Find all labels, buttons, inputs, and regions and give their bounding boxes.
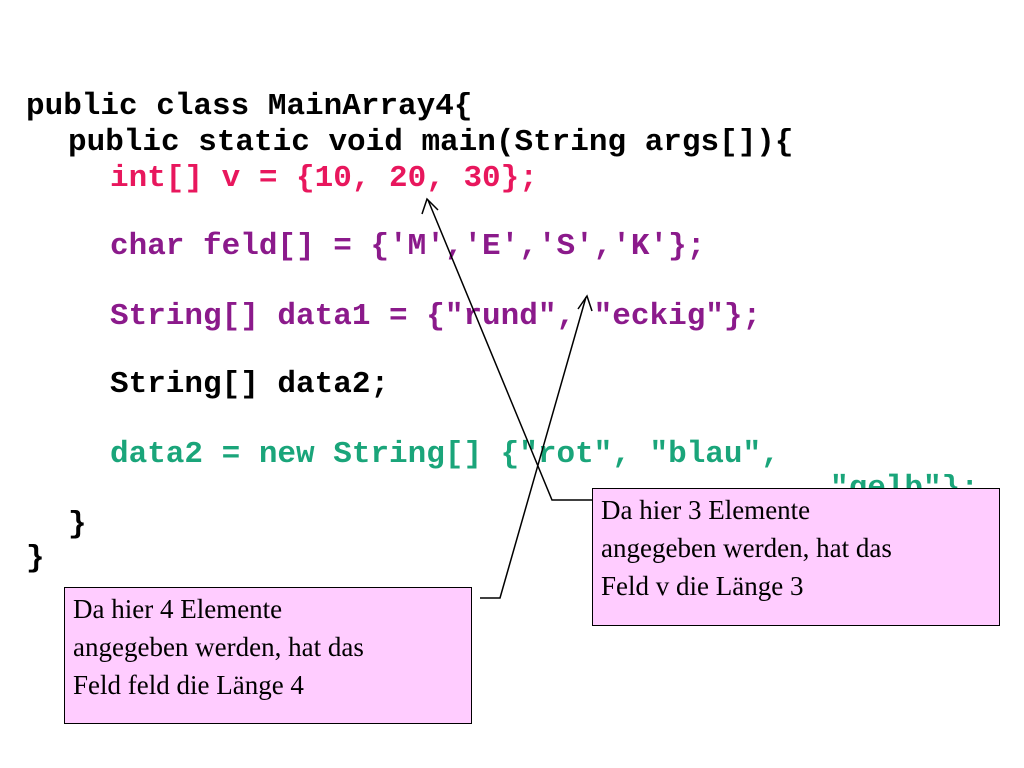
code-line-5: String[] data1 = {"rund", "eckig"};: [110, 299, 762, 334]
note1-line-2: angegeben werden, hat das: [601, 533, 892, 563]
note2-line-3: Feld feld die Länge 4: [73, 670, 304, 700]
code-line-4: char feld[] = {'M','E','S','K'};: [110, 229, 706, 264]
code-line-1: public class MainArray4{: [26, 89, 473, 124]
note2-line-1: Da hier 4 Elemente: [73, 594, 283, 624]
annotation-note-array-feld: Da hier 4 Elemente angegeben werden, hat…: [64, 587, 472, 724]
note1-line-1: Da hier 3 Elemente: [601, 495, 811, 525]
code-line-10: }: [26, 541, 45, 576]
code-line-9: }: [68, 507, 87, 542]
code-line-3: int[] v = {10, 20, 30};: [110, 161, 538, 196]
code-line-2: public static void main(String args[]){: [68, 125, 794, 160]
code-line-6: String[] data2;: [110, 367, 390, 402]
annotation-note-array-v: Da hier 3 Elemente angegeben werden, hat…: [592, 488, 1000, 626]
note2-line-2: angegeben werden, hat das: [73, 632, 364, 662]
code-line-7: data2 = new String[] {"rot", "blau",: [110, 437, 780, 472]
note1-line-3: Feld v die Länge 3: [601, 571, 804, 601]
